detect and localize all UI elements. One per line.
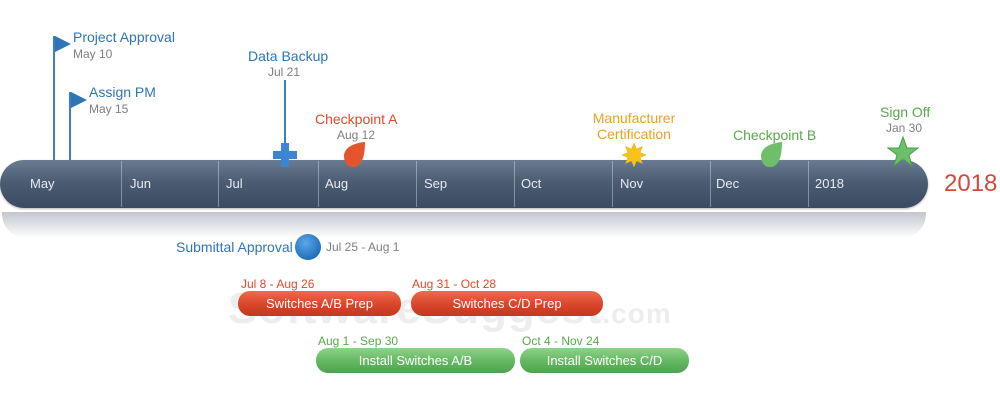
leaf-drop-icon[interactable] xyxy=(343,142,367,168)
task-bar-install-ab[interactable]: Install Switches A/B xyxy=(316,348,515,373)
starburst-icon[interactable] xyxy=(622,143,646,167)
month-separator xyxy=(808,161,809,207)
circle-icon[interactable] xyxy=(294,233,322,261)
month-label-aug: Aug xyxy=(325,176,349,191)
milestone-title-checkpoint-b: Checkpoint B xyxy=(733,127,817,143)
month-label-2018: 2018 xyxy=(815,176,844,191)
timeline-bar xyxy=(0,160,928,208)
milestone-title-assign-pm: Assign PM xyxy=(89,84,156,100)
task-dates-install-cd: Oct 4 - Nov 24 xyxy=(522,334,600,348)
milestone-line xyxy=(284,80,286,144)
task-label: Install Switches C/D xyxy=(546,353,663,368)
month-separator xyxy=(514,161,515,207)
task-bar-switches-cd-prep[interactable]: Switches C/D Prep xyxy=(411,291,603,316)
task-dates-switches-ab-prep: Jul 8 - Aug 26 xyxy=(241,277,315,291)
month-separator xyxy=(318,161,319,207)
milestone-title-line2: Certification xyxy=(597,126,671,142)
flag-icon[interactable] xyxy=(71,92,89,108)
month-separator xyxy=(612,161,613,207)
task-dates-install-ab: Aug 1 - Sep 30 xyxy=(318,334,399,348)
milestone-date-assign-pm: May 15 xyxy=(89,102,129,116)
watermark-domain: .com xyxy=(602,298,672,329)
milestone-date-data-backup: Jul 21 xyxy=(268,65,301,79)
month-label-nov: Nov xyxy=(620,176,644,191)
milestone-date-sign-off: Jan 30 xyxy=(886,121,923,135)
task-bar-install-cd[interactable]: Install Switches C/D xyxy=(520,348,689,373)
milestone-title-manufacturer-cert: Manufacturer Certification xyxy=(583,110,685,142)
task-label: Switches C/D Prep xyxy=(452,296,562,311)
task-bar-switches-ab-prep[interactable]: Switches A/B Prep xyxy=(238,291,401,316)
plus-cross-icon[interactable] xyxy=(273,143,297,167)
task-dates-switches-cd-prep: Aug 31 - Oct 28 xyxy=(412,277,497,291)
flag-icon[interactable] xyxy=(55,36,73,52)
month-separator xyxy=(121,161,122,207)
month-separator xyxy=(416,161,417,207)
month-label-sep: Sep xyxy=(424,176,448,191)
milestone-line xyxy=(53,36,55,160)
task-label: Install Switches A/B xyxy=(358,353,473,368)
submittal-title: Submittal Approval xyxy=(176,239,293,255)
milestone-title-project-approval: Project Approval xyxy=(73,29,175,45)
month-label-oct: Oct xyxy=(521,176,542,191)
milestone-line xyxy=(69,92,71,160)
month-label-dec: Dec xyxy=(716,176,740,191)
month-separator xyxy=(710,161,711,207)
timeline-reflection xyxy=(2,212,926,238)
submittal-dates: Jul 25 - Aug 1 xyxy=(326,240,400,254)
month-label-jul: Jul xyxy=(226,176,243,191)
milestone-title-data-backup: Data Backup xyxy=(248,48,329,64)
milestone-title-sign-off: Sign Off xyxy=(880,104,931,120)
leaf-drop-icon[interactable] xyxy=(760,142,784,168)
milestone-date-project-approval: May 10 xyxy=(73,47,113,61)
milestone-date-checkpoint-a: Aug 12 xyxy=(337,128,376,142)
task-label: Switches A/B Prep xyxy=(266,296,373,311)
month-label-jun: Jun xyxy=(130,176,151,191)
year-label: 2018 xyxy=(944,170,998,197)
month-label-may: May xyxy=(30,176,55,191)
star-icon[interactable] xyxy=(887,136,919,168)
milestone-title-line1: Manufacturer xyxy=(592,110,676,126)
month-separator xyxy=(218,161,219,207)
milestone-title-checkpoint-a: Checkpoint A xyxy=(315,111,398,127)
